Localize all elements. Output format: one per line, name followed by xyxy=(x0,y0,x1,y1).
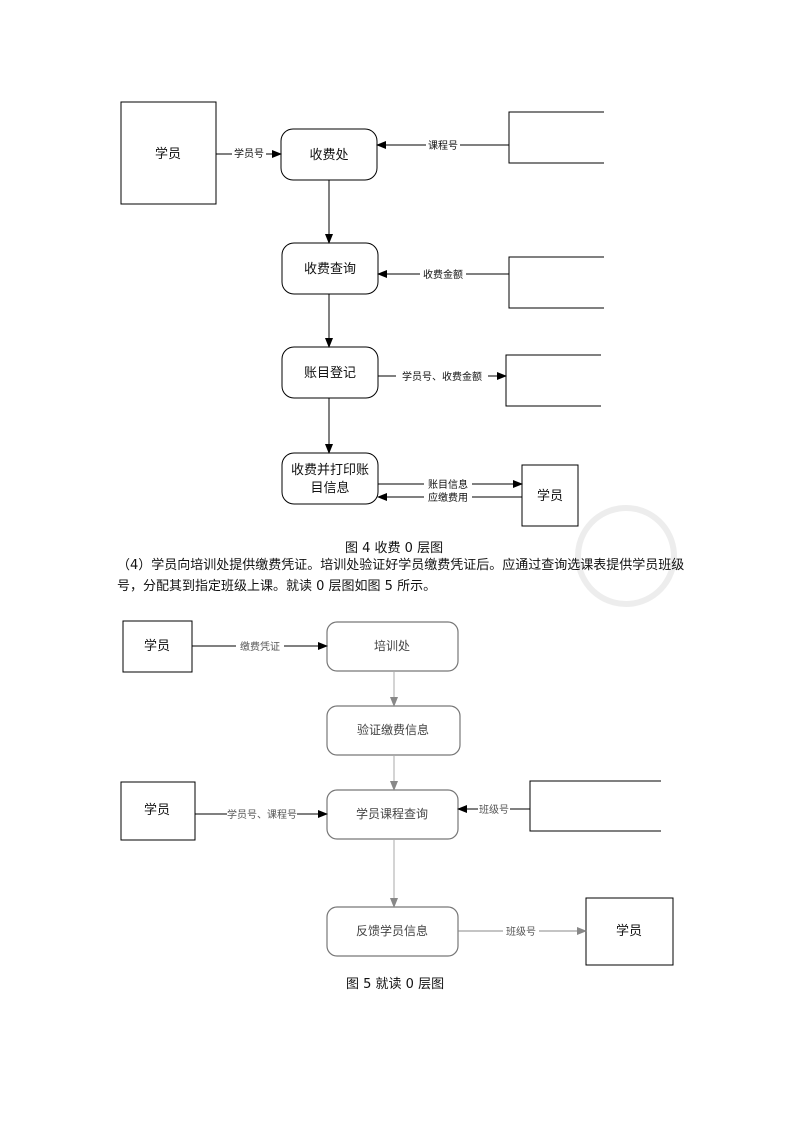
flow-label-class-id-in: 班级号 xyxy=(479,804,509,816)
entity-student-sink-label: 学员 xyxy=(537,488,563,504)
flow-label-account-info: 账目信息 xyxy=(428,478,468,491)
flow-label-student-course: 学员号、课程号 xyxy=(227,808,297,821)
process-verify-label: 验证缴费信息 xyxy=(357,722,429,737)
figure-5-caption: 图 5 就读 0 层图 xyxy=(346,977,445,992)
flow-label-payable-fee: 应缴费用 xyxy=(428,491,468,504)
entity-student-mid-label: 学员 xyxy=(144,802,170,818)
flow-label-student-id-amount: 学员号、收费金额 xyxy=(402,370,482,383)
process-training-office-label: 培训处 xyxy=(374,638,410,653)
process-feedback-label: 反馈学员信息 xyxy=(356,923,428,938)
entity-student-top-label: 学员 xyxy=(144,638,170,654)
flow-label-fee-amount: 收费金额 xyxy=(423,268,463,281)
entity-student-feedback-sink xyxy=(585,897,674,966)
figure-5-labels: 学员 学员 学员 培训处 验证缴费信息 学员课程查询 反馈学员信息 缴费凭证 学… xyxy=(144,638,642,939)
process-print-label-line2: 目信息 xyxy=(310,480,349,496)
datastore-course xyxy=(508,111,604,164)
figure-4-labels: 学员 收费处 收费查询 账目登记 收费并打印账 目信息 学员 学员号 课程号 收… xyxy=(155,140,563,504)
entity-student-top xyxy=(122,620,193,673)
process-print-label-line1: 收费并打印账 xyxy=(291,463,369,478)
entity-student-sink xyxy=(521,464,579,527)
datastore-fee xyxy=(508,256,604,309)
datastore-class xyxy=(529,780,661,832)
flow-label-payment-voucher: 缴费凭证 xyxy=(240,640,280,653)
process-course-query-label: 学员课程查询 xyxy=(356,806,428,821)
figure-4-caption: 图 4 收费 0 层图 xyxy=(345,541,444,556)
flow-label-class-id-out: 班级号 xyxy=(506,926,536,938)
process-print-account xyxy=(281,452,379,505)
flow-label-course-id: 课程号 xyxy=(428,140,458,152)
entity-student-feedback-label: 学员 xyxy=(616,923,642,939)
process-fee-query-label: 收费查询 xyxy=(304,262,356,277)
figure-5 xyxy=(120,620,674,966)
figure-4 xyxy=(120,101,604,527)
flow-label-student-id: 学员号 xyxy=(234,147,264,160)
entity-student-source xyxy=(120,101,217,205)
entity-student-mid xyxy=(120,781,196,841)
datastore-account xyxy=(505,354,601,407)
entity-student-label: 学员 xyxy=(155,146,181,162)
paragraph-enrollment: （4）学员向培训处提供缴费凭证。培训处验证好学员缴费凭证后。应通过查询选课表提供… xyxy=(117,558,685,594)
process-fee-office-label: 收费处 xyxy=(309,148,348,163)
process-account-register-label: 账目登记 xyxy=(304,366,356,381)
